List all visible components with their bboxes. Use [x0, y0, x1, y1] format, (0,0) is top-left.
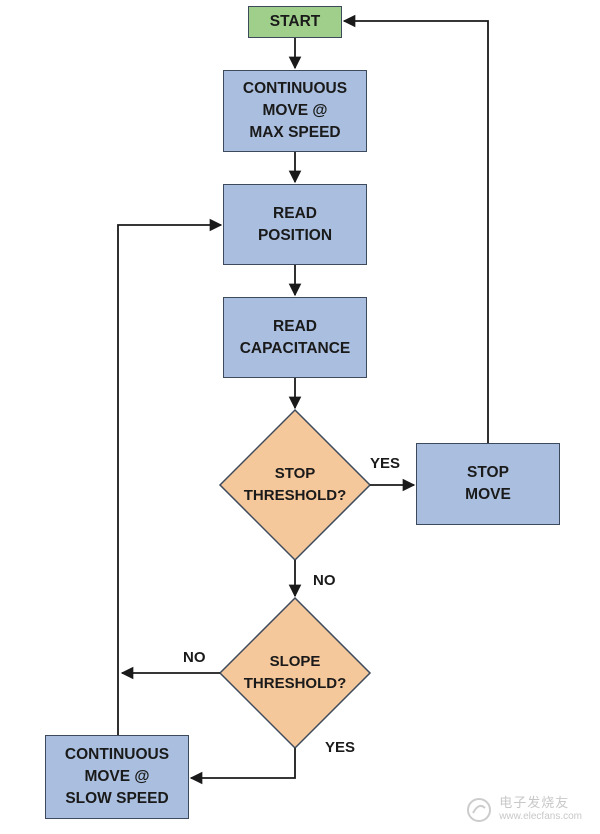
- read-position-node: READ POSITION: [223, 184, 367, 265]
- watermark-text: 电子发烧友: [499, 795, 570, 810]
- slope-yes-label: YES: [325, 739, 356, 756]
- start-node: START: [248, 6, 342, 38]
- stop-yes-label: YES: [370, 455, 401, 472]
- slope-no-label: NO: [183, 649, 206, 666]
- stop-no-label: NO: [313, 572, 336, 589]
- edge-slow-to-position: [117, 218, 223, 735]
- stop-threshold-label: STOP THRESHOLD?: [243, 465, 347, 504]
- edge-slope-yes: [189, 748, 296, 785]
- stop-move-node: STOP MOVE: [416, 443, 560, 525]
- watermark-logo-icon: [467, 798, 492, 822]
- continuous-move-max-speed-node: CONTINUOUS MOVE @ MAX SPEED: [223, 70, 367, 152]
- watermark: 电子发烧友 www.elecfans.com: [465, 796, 582, 824]
- watermark-url: www.elecfans.com: [499, 811, 582, 822]
- slope-threshold-label: SLOPE THRESHOLD?: [243, 653, 347, 692]
- read-capacitance-node: READ CAPACITANCE: [223, 297, 367, 378]
- edge-stopmove-to-start: [342, 14, 489, 443]
- continuous-move-slow-speed-node: CONTINUOUS MOVE @ SLOW SPEED: [45, 735, 189, 819]
